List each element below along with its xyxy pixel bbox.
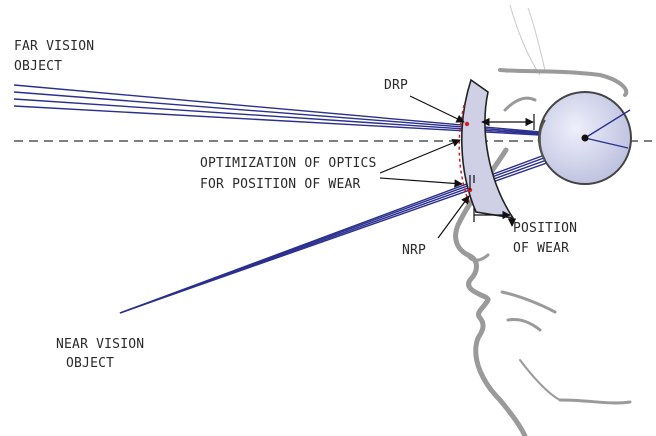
nrp-label: NRP [402,243,426,258]
optimization-label-line2: FOR POSITION OF WEAR [200,177,361,192]
position-of-wear-label-line2: OF WEAR [513,241,569,256]
nrp-arrow [437,195,470,239]
head-outline [509,4,546,76]
optimization-arrow-lower [379,177,463,188]
labels: FAR VISION OBJECT DRP OPTIMIZATION OF OP… [14,39,577,371]
drp-label: DRP [384,78,408,93]
position-of-wear-markers [469,114,535,222]
eye [538,91,632,185]
near-vision-label-line1: NEAR VISION [56,337,144,352]
far-vision-rays [13,84,631,141]
drp-arrow [409,95,465,123]
far-vision-label-line1: FAR VISION [14,39,94,54]
pointer-arrows [379,95,517,239]
far-vision-label-line2: OBJECT [14,59,62,74]
optimization-arrow-upper [379,139,461,174]
optimization-label-line1: OPTIMIZATION OF OPTICS [200,156,377,171]
near-vision-rays [119,139,586,314]
position-of-wear-label-line1: POSITION [513,221,577,236]
near-vision-label-line2: OBJECT [66,356,114,371]
drp-reference-point [464,121,470,127]
eye-center-of-rotation [581,134,589,142]
